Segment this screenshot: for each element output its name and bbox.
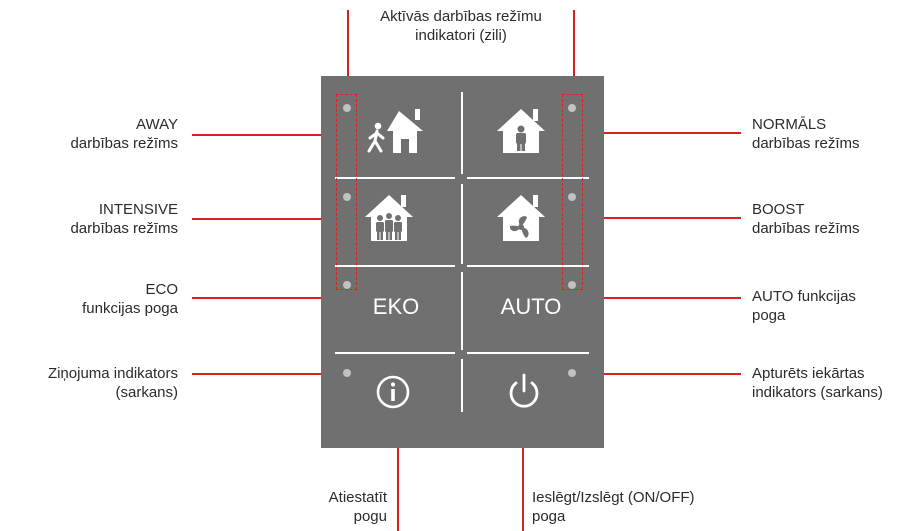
eco-label-line1: ECO xyxy=(145,281,178,298)
stopped-indicator xyxy=(568,369,576,377)
message-callout-line xyxy=(192,373,349,375)
auto-button[interactable]: AUTO xyxy=(481,286,581,326)
person-in-house-icon xyxy=(497,109,545,153)
normal-label-line1: NORMĀLS xyxy=(752,116,827,133)
info-icon xyxy=(376,375,410,409)
boost-mode-button[interactable] xyxy=(493,189,553,249)
active-mode-indicators-label-line2: indikatori (zili) xyxy=(415,27,507,44)
auto-label: AUTO funkcijas poga xyxy=(752,287,920,325)
reset-label: Atiestatīt pogu xyxy=(230,488,387,526)
normal-label: NORMĀLS darbības režīms xyxy=(752,115,920,153)
boost-label-line1: BOOST xyxy=(752,201,805,218)
normal-mode-button[interactable] xyxy=(493,101,553,161)
top-callout-line-right-v xyxy=(573,10,575,105)
vertical-divider-mid2 xyxy=(461,272,463,350)
auto-button-label: AUTO xyxy=(500,294,562,319)
intensive-callout-line xyxy=(192,218,363,220)
power-button[interactable] xyxy=(503,370,545,412)
message-indicator xyxy=(343,369,351,377)
eco-callout-line xyxy=(192,297,349,299)
stopped-callout-line xyxy=(574,373,741,375)
normal-callout-line xyxy=(568,132,741,134)
away-label-line1: AWAY xyxy=(136,116,178,133)
vertical-divider-mid1 xyxy=(461,184,463,264)
vertical-divider-top xyxy=(461,92,463,174)
intensive-mode-indicator xyxy=(343,193,351,201)
power-label: Ieslēgt/Izslēgt (ON/OFF) poga xyxy=(532,488,732,526)
horizontal-divider-2-right xyxy=(467,265,589,267)
normal-label-line2: darbības režīms xyxy=(752,135,860,152)
horizontal-divider-3-right xyxy=(467,352,589,354)
message-indicator-label-line2: (sarkans) xyxy=(115,384,178,401)
auto-label-line2: poga xyxy=(752,307,786,324)
horizontal-divider-3-left xyxy=(335,352,455,354)
message-indicator-label-line1: Ziņojuma indikators xyxy=(47,365,178,382)
intensive-mode-button[interactable] xyxy=(361,189,421,249)
group-in-house-icon xyxy=(365,195,413,241)
away-callout-line xyxy=(192,134,363,136)
normal-mode-indicator xyxy=(568,104,576,112)
top-callout-line-left-v xyxy=(347,10,349,105)
power-icon xyxy=(509,373,539,408)
away-label: AWAY darbības režīms xyxy=(0,115,178,153)
away-label-line2: darbības režīms xyxy=(70,135,178,152)
power-label-line1: Ieslēgt/Izslēgt (ON/OFF) xyxy=(532,489,695,506)
intensive-label-line2: darbības režīms xyxy=(70,220,178,237)
reset-info-button[interactable] xyxy=(373,372,413,412)
auto-indicator xyxy=(568,281,576,289)
reset-callout-line xyxy=(397,448,399,531)
control-panel: EKO AUTO xyxy=(321,76,604,448)
message-indicator-label: Ziņojuma indikators (sarkans) xyxy=(0,364,178,402)
away-mode-indicator xyxy=(343,104,351,112)
boost-label: BOOST darbības režīms xyxy=(752,200,920,238)
auto-label-line1: AUTO funkcijas xyxy=(752,288,856,305)
eko-button-label: EKO xyxy=(372,294,420,319)
active-mode-indicators-label-line1: Aktīvās darbības režīmu xyxy=(380,8,542,25)
intensive-label: INTENSIVE darbības režīms xyxy=(0,200,178,238)
auto-callout-line xyxy=(574,297,741,299)
reset-label-line2: pogu xyxy=(353,508,387,525)
stopped-indicator-label: Apturēts iekārtas indikators (sarkans) xyxy=(752,364,920,402)
active-mode-indicators-label: Aktīvās darbības režīmu indikatori (zili… xyxy=(356,7,566,45)
stopped-indicator-label-line1: Apturēts iekārtas xyxy=(752,365,865,382)
walking-person-house-icon xyxy=(367,109,423,153)
horizontal-divider-1-right xyxy=(467,177,589,179)
away-mode-button[interactable] xyxy=(359,101,431,161)
power-callout-line xyxy=(522,448,524,531)
eko-button[interactable]: EKO xyxy=(351,286,441,326)
intensive-label-line1: INTENSIVE xyxy=(98,201,178,218)
vertical-divider-bottom xyxy=(461,359,463,412)
horizontal-divider-2-left xyxy=(335,265,455,267)
active-mode-indicators-right-group xyxy=(562,94,583,290)
boost-callout-line xyxy=(568,217,741,219)
eco-label-line2: funkcijas poga xyxy=(82,300,178,317)
eco-indicator xyxy=(343,281,351,289)
horizontal-divider-1-left xyxy=(335,177,455,179)
eco-label: ECO funkcijas poga xyxy=(0,280,178,318)
power-label-line2: poga xyxy=(532,508,566,525)
stopped-indicator-label-line2: indikators (sarkans) xyxy=(752,384,883,401)
reset-label-line1: Atiestatīt xyxy=(328,489,387,506)
boost-mode-indicator xyxy=(568,193,576,201)
boost-label-line2: darbības režīms xyxy=(752,220,860,237)
active-mode-indicators-left-group xyxy=(336,94,357,290)
fan-in-house-icon xyxy=(497,195,545,241)
